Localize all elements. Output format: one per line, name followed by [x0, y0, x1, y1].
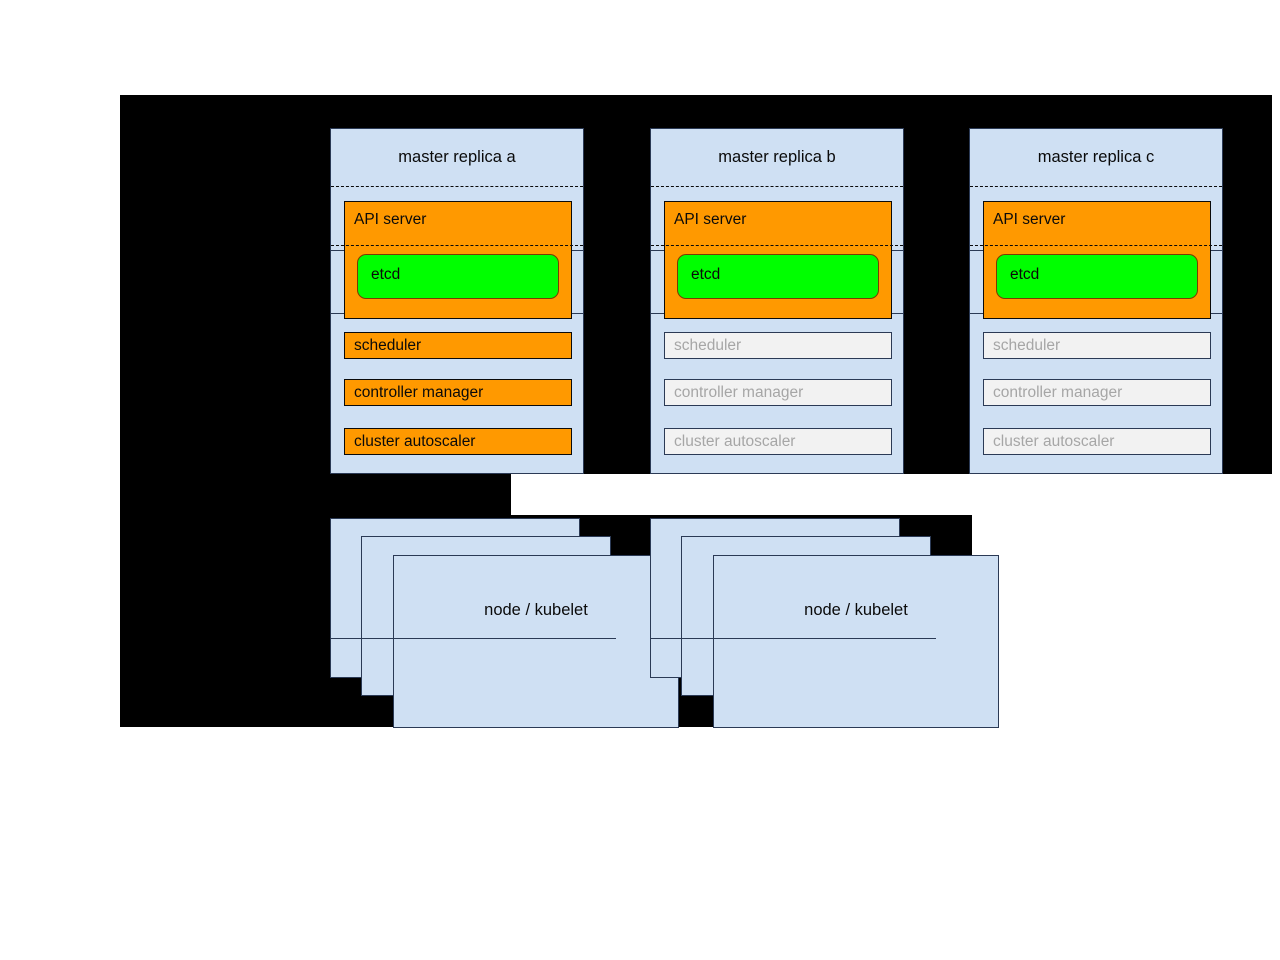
component-controller-manager[interactable]: controller manager: [983, 379, 1211, 406]
replica-title: master replica c: [1037, 148, 1155, 166]
replica-header-divider: [651, 186, 903, 187]
api-server-label: API server: [993, 211, 1066, 228]
etcd-box[interactable]: etcd: [677, 254, 879, 299]
api-server-divider: [651, 245, 903, 246]
node-group-2-rail: [650, 638, 936, 639]
component-cluster-autoscaler[interactable]: cluster autoscaler: [983, 428, 1211, 455]
master-replica-card-a[interactable]: master replica a API server etcd schedul…: [330, 128, 584, 474]
etcd-box[interactable]: etcd: [357, 254, 559, 299]
node-group-2[interactable]: node / kubelet: [650, 518, 999, 728]
node-group-1-rail: [330, 638, 616, 639]
component-cluster-autoscaler[interactable]: cluster autoscaler: [664, 428, 892, 455]
node-card-front[interactable]: node / kubelet: [713, 555, 999, 728]
etcd-label: etcd: [371, 266, 401, 283]
replica-title: master replica b: [718, 148, 836, 166]
replica-header-divider: [331, 186, 583, 187]
component-scheduler[interactable]: scheduler: [344, 332, 572, 359]
api-server-divider: [331, 245, 583, 246]
replica-title: master replica a: [398, 148, 516, 166]
component-scheduler[interactable]: scheduler: [983, 332, 1211, 359]
master-replica-card-b[interactable]: master replica b API server etcd schedul…: [650, 128, 904, 474]
api-server-label: API server: [354, 211, 427, 228]
component-controller-manager[interactable]: controller manager: [664, 379, 892, 406]
etcd-box[interactable]: etcd: [996, 254, 1198, 299]
etcd-label: etcd: [691, 266, 721, 283]
etcd-label: etcd: [1010, 266, 1040, 283]
node-group-1[interactable]: node / kubelet: [330, 518, 679, 728]
component-cluster-autoscaler[interactable]: cluster autoscaler: [344, 428, 572, 455]
node-label: node / kubelet: [484, 601, 588, 619]
component-controller-manager[interactable]: controller manager: [344, 379, 572, 406]
replica-header-divider: [970, 186, 1222, 187]
component-scheduler[interactable]: scheduler: [664, 332, 892, 359]
node-label: node / kubelet: [804, 601, 908, 619]
node-card-front[interactable]: node / kubelet: [393, 555, 679, 728]
api-server-divider: [970, 245, 1222, 246]
master-replica-card-c[interactable]: master replica c API server etcd schedul…: [969, 128, 1223, 474]
api-server-label: API server: [674, 211, 747, 228]
row-gap-band: [511, 474, 1272, 515]
